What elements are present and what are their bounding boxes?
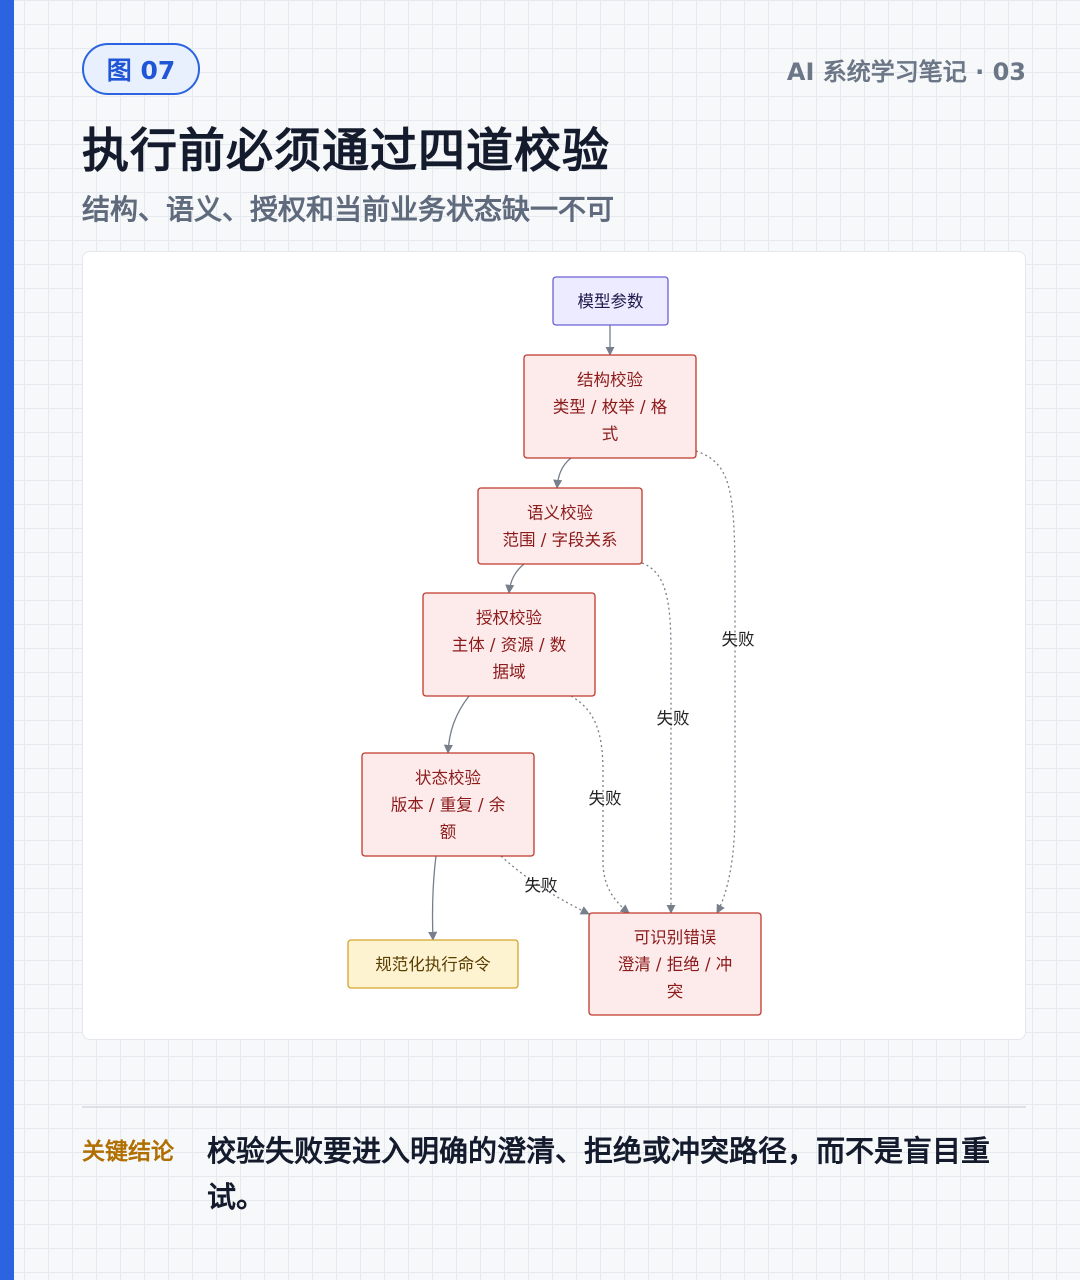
edge-auth-check-to-recognizable-error	[570, 695, 630, 914]
node-label-line: 澄清 / 拒绝 / 冲	[618, 955, 733, 974]
page-subtitle: 结构、语义、授权和当前业务状态缺一不可	[82, 193, 615, 226]
node-normalized-command: 规范化执行命令	[347, 939, 519, 989]
node-model-params: 模型参数	[552, 276, 669, 326]
node-label-line: 据域	[493, 663, 526, 682]
edge-structure-check-to-recognizable-error	[695, 450, 736, 914]
node-box	[523, 354, 697, 459]
edge-label-fail: 失败	[589, 789, 622, 808]
node-label-line: 模型参数	[578, 292, 645, 311]
node-label-line: 式	[602, 425, 619, 444]
node-label-line: 结构校验	[577, 371, 644, 390]
conclusion-text: 校验失败要进入明确的澄清、拒绝或冲突路径，而不是盲目重试。	[207, 1134, 991, 1214]
node-label-line: 可识别错误	[634, 928, 717, 947]
node-label-line: 突	[667, 982, 684, 1001]
node-box	[552, 276, 669, 326]
edge-label-fail: 失败	[722, 630, 755, 649]
node-box	[361, 752, 535, 857]
page-title: 执行前必须通过四道校验	[82, 124, 610, 179]
node-label-line: 版本 / 重复 / 余	[391, 796, 506, 815]
accent-bar	[0, 0, 14, 1280]
edge-semantic-check-to-auth-check	[505, 563, 525, 594]
node-label-line: 范围 / 字段关系	[502, 531, 617, 550]
node-box	[347, 939, 519, 989]
diagram-card: 失败失败失败失败 模型参数结构校验类型 / 枚举 / 格式语义校验范围 / 字段…	[82, 251, 1026, 1040]
node-label-line: 规范化执行命令	[375, 955, 491, 974]
node-label-line: 主体 / 资源 / 数	[452, 636, 567, 655]
edge-structure-check-to-semantic-check	[553, 457, 572, 489]
conclusion-label: 关键结论	[82, 1139, 174, 1165]
node-label-line: 类型 / 枚举 / 格	[553, 398, 668, 417]
node-box	[588, 912, 762, 1016]
edge-state-check-to-normalized-command	[428, 855, 438, 941]
edges-layer	[428, 325, 736, 941]
node-box	[477, 487, 643, 565]
edge-label-fail: 失败	[525, 876, 558, 895]
node-box	[422, 592, 596, 697]
edge-semantic-check-to-recognizable-error	[641, 562, 676, 914]
edge-label-fail: 失败	[657, 709, 690, 728]
node-label-line: 授权校验	[476, 609, 543, 628]
edge-auth-check-to-state-check	[443, 695, 470, 754]
figure-badge: 图 07	[82, 43, 200, 95]
edge-state-check-to-recognizable-error	[500, 855, 590, 915]
section-divider	[82, 1106, 1026, 1108]
node-label-line: 额	[440, 823, 457, 842]
node-label-line: 语义校验	[527, 504, 594, 523]
node-label-line: 状态校验	[415, 769, 482, 788]
series-label: AI 系统学习笔记 · 03	[786, 58, 1026, 86]
